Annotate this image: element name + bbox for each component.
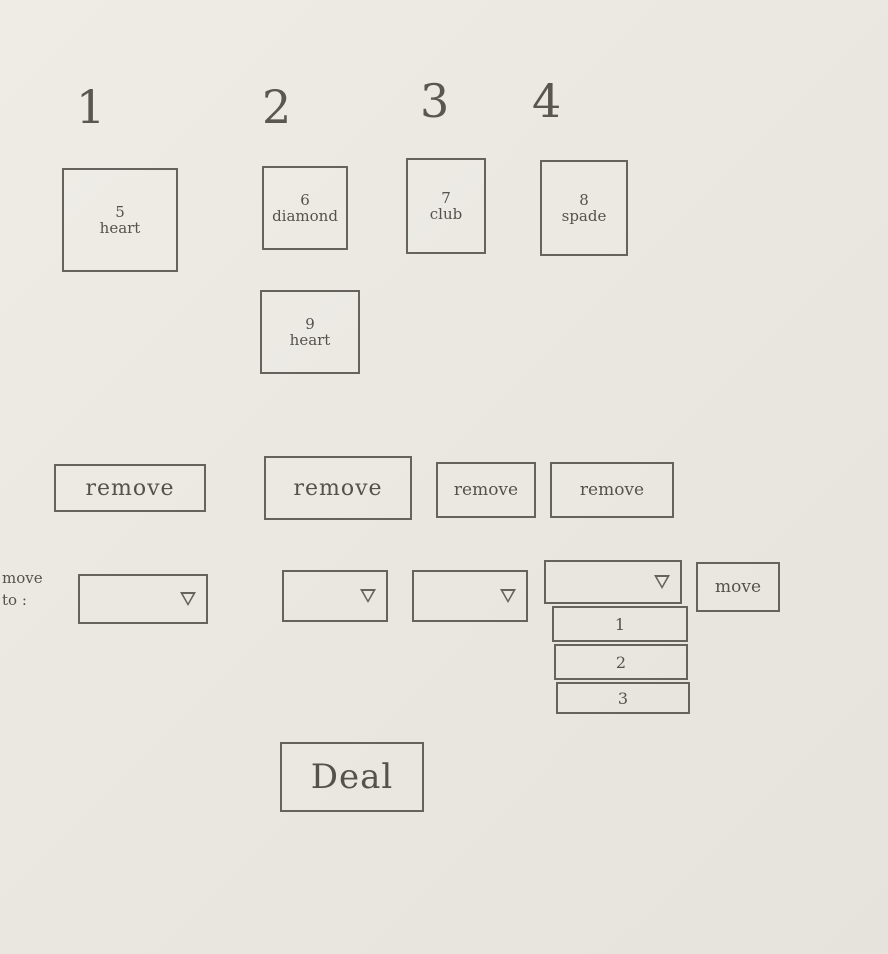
move-to-select-pile-1[interactable] [78,574,208,624]
dropdown-option-3[interactable]: 3 [556,682,690,714]
card-rank: 7 [441,188,451,207]
move-to-select-pile-4[interactable] [544,560,682,604]
remove-button-pile-1[interactable]: remove [54,464,206,512]
card-suit: spade [561,207,607,225]
dropdown-triangle-icon [180,592,196,606]
card-pile-4: 8 spade [540,160,628,256]
deal-button[interactable]: Deal [280,742,424,812]
move-button[interactable]: move [696,562,780,612]
move-to-label-line-2: to : [2,590,27,609]
move-to-label-line-1: move [2,569,43,587]
card-rank: 8 [579,190,589,209]
pile-number-4: 4 [532,74,562,128]
dropdown-option-2[interactable]: 2 [554,644,688,680]
move-to-label: move to : [2,568,43,612]
card-suit: club [429,205,463,223]
remove-button-pile-2[interactable]: remove [264,456,412,520]
card-rank: 6 [300,190,310,209]
card-suit: heart [99,219,141,237]
card-pile-3: 7 club [406,158,486,254]
dropdown-triangle-icon [360,589,376,603]
card-pile-2: 6 diamond [262,166,348,250]
dropdown-option-1[interactable]: 1 [552,606,688,642]
card-rank: 9 [305,314,315,333]
move-to-select-pile-2[interactable] [282,570,388,622]
dropdown-triangle-icon [654,575,670,589]
card-rank: 5 [115,202,125,221]
pile-number-1: 1 [76,80,106,134]
remove-button-pile-4[interactable]: remove [550,462,674,518]
card-suit: heart [289,331,331,349]
pile-number-2: 2 [262,80,292,134]
card-pile-1: 5 heart [62,168,178,272]
card-suit: diamond [272,207,338,225]
card-pile-2-second: 9 heart [260,290,360,374]
dropdown-triangle-icon [500,589,516,603]
pile-number-3: 3 [420,74,450,128]
move-to-select-pile-3[interactable] [412,570,528,622]
remove-button-pile-3[interactable]: remove [436,462,536,518]
